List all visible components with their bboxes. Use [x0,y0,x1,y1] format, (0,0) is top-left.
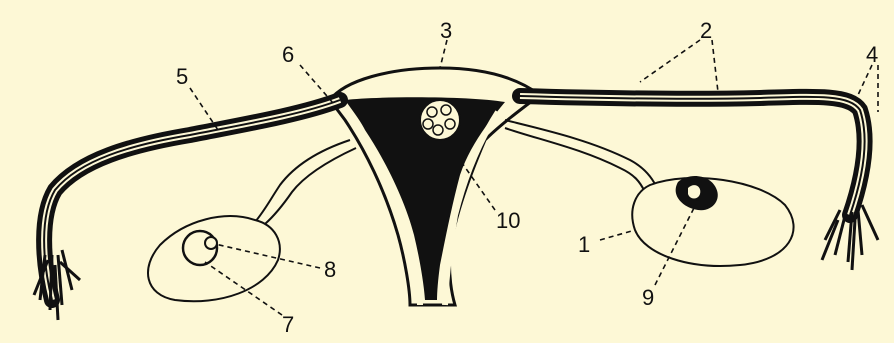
leader-2a [640,40,700,82]
label-3: 3 [440,18,452,43]
leader-lines [190,40,878,315]
leader-1 [600,230,635,240]
leader-4a [858,65,872,95]
leader-3 [440,40,447,68]
leader-2b [712,40,718,92]
label-5: 5 [176,64,188,89]
oocyte [205,237,217,249]
label-8: 8 [324,257,336,282]
label-1: 1 [578,232,590,257]
label-9: 9 [642,285,654,310]
label-4: 4 [866,42,878,67]
label-6: 6 [282,42,294,67]
label-10: 10 [496,208,520,233]
label-2: 2 [700,18,712,43]
label-7: 7 [282,312,294,337]
blastocyst [420,100,460,140]
